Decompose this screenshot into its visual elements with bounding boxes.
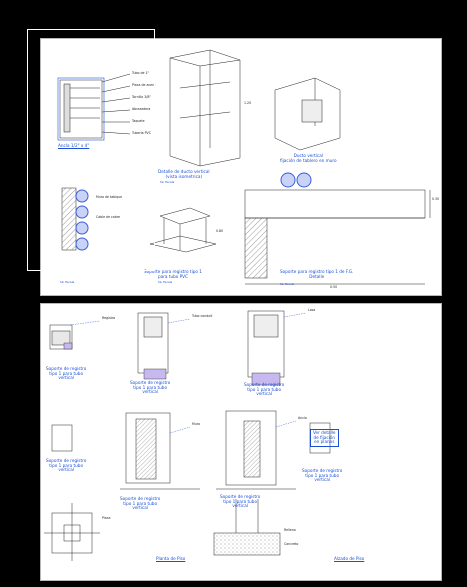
note-b1: Registro: [102, 316, 116, 320]
note-5: Taquete: [132, 119, 145, 123]
note-3: Tornillo 3/8": [132, 95, 151, 99]
legend-box: Ver detalle de fijación en planos: [310, 429, 339, 447]
note-b4: Muro: [192, 422, 200, 426]
caption-support-detail: Soporte para registro tipo 1 de F.G. Det…: [280, 269, 354, 279]
note-b7: Relleno: [284, 528, 296, 532]
caption-g: Soporte de registro tipo 1 para tubo ver…: [302, 468, 343, 483]
note-8: Cable de cobre: [96, 215, 120, 219]
note-4: Abrazadera: [132, 107, 151, 111]
note-7: Muro de tabique: [96, 195, 123, 199]
scale-label-4: Sin Escala: [160, 180, 175, 184]
dim-3: 1.20: [244, 101, 252, 105]
dim-4: 0.80: [216, 229, 224, 233]
caption-vertical-duct: Detalle de ducto vertical (vista isometr…: [158, 169, 210, 179]
note-b3: Losa: [308, 308, 316, 312]
bottom-drawing-linework: [40, 303, 442, 581]
drawing-sheet-bottom: Soporte de registro tipo 1 para tubo ver…: [40, 303, 442, 581]
scale-label-2: Sin Escala: [158, 280, 173, 284]
caption-f: Soporte de registro tipo 1 para tubo ver…: [220, 494, 261, 509]
note-6: Tubería PVC: [132, 131, 151, 135]
drawing-sheet-top: Ancla 1/2" x 4" Detalle de ducto vertica…: [40, 38, 442, 296]
note-b5: Ancla: [298, 416, 307, 420]
top-drawing-linework: [40, 38, 442, 296]
caption-wall-panel: Ducto vertical fijación de tablero en mu…: [280, 153, 337, 163]
dim-1: 0.50: [330, 285, 338, 289]
dim-2: 0.30: [432, 197, 440, 201]
note-1: Tubo de 1": [132, 71, 149, 75]
caption-c: Soporte de registro tipo 1 para tubo ver…: [244, 382, 285, 397]
caption-pipe-support: Soporte para registro tipo 1 para tubo P…: [144, 269, 202, 279]
note-b8: Concreto: [284, 542, 299, 546]
caption-a: Soporte de registro tipo 1 para tubo ver…: [46, 366, 87, 381]
note-b6: Placa: [102, 516, 111, 520]
caption-e: Soporte de registro tipo 1 para tubo ver…: [120, 496, 161, 511]
scale-label-3: Sin Escala: [280, 282, 295, 286]
note-b2: Tubo conduit: [192, 314, 213, 318]
caption-b: Soporte de registro tipo 1 para tubo ver…: [130, 380, 171, 395]
caption-d: Soporte de registro tipo 1 para tubo ver…: [46, 458, 87, 473]
note-2: Placa de acero: [132, 83, 156, 87]
caption-plan: Planta de Piso: [156, 556, 186, 561]
scale-label-1: Sin Escala: [60, 280, 75, 284]
caption-elev: Alzado de Piso: [334, 556, 365, 561]
legend-text: Ver detalle de fijación en planos: [313, 430, 336, 445]
caption-left-wall: Ancla 1/2" x 4": [58, 143, 90, 148]
